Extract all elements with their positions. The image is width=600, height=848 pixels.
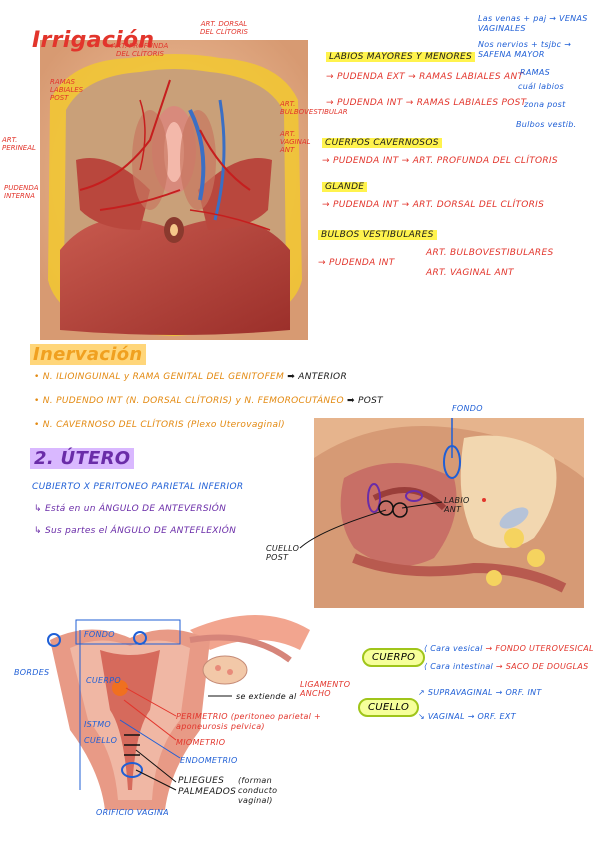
diagram-miometrio: MIOMETRIO [176, 738, 225, 747]
bulbos-title-text: BULBOS VESTIBULARES [318, 230, 437, 240]
bulbos-row-a: → PUDENDA INT [318, 258, 395, 268]
glande-title-text: GLANDE [322, 182, 367, 192]
l2-b: RAMAS LABIALES POST [417, 98, 527, 108]
utero-angulo-1: ↳ Está en un ÁNGULO DE ANTEVERSIÓN [34, 504, 226, 514]
i2-a: • N. PUDENDO INT (N. DORSAL CLÍTORIS) [34, 396, 232, 406]
l1-a: PUDENDA EXT [337, 72, 405, 82]
i1-a: • N. ILIOINGUINAL [34, 372, 121, 382]
diagram-cuerpo: CUERPO [86, 676, 121, 685]
glande-row: → PUDENDA INT → ART. DORSAL DEL CLÍTORIS [322, 200, 544, 210]
label-art-profunda: ART. PROFUNDA DEL CLÍTORIS [108, 42, 172, 58]
label-cuello-post: CUELLO POST [266, 544, 306, 562]
inervacion-row-2: • N. PUDENDO INT (N. DORSAL CLÍTORIS) y … [34, 396, 414, 406]
cuerpos-row: → PUDENDA INT → ART. PROFUNDA DEL CLÍTOR… [322, 156, 558, 166]
cuello-row-2: ↘ VAGINAL → ORF. EXT [418, 712, 516, 721]
note-nervios: Nos nervios + tsjbc → SAFENA MAYOR [478, 40, 596, 60]
g-b: ART. DORSAL DEL CLÍTORIS [413, 200, 544, 210]
label-labio-ant: LABIO ANT [444, 496, 484, 514]
c-b: ART. PROFUNDA DEL CLÍTORIS [413, 156, 558, 166]
l1-b: RAMAS LABIALES ANT [419, 72, 523, 82]
label-art-vaginal: ART. VAGINAL ANT [280, 130, 322, 154]
i2-c: POST [358, 396, 383, 406]
bulbos-title: BULBOS VESTIBULARES [318, 230, 437, 240]
cuello-1b: ORF. INT [505, 688, 541, 697]
cuerpo-cloud: CUERPO [362, 648, 425, 667]
diagram-perimetrio: PERIMETRIO (peritoneo parietal + aponeur… [176, 712, 326, 732]
label-fondo-sagittal: FONDO [452, 404, 483, 413]
cuerpo-cloud-label: CUERPO [372, 652, 415, 663]
cuello-2b: ORF. EXT [478, 712, 516, 721]
labios-title-text: LABIOS MAYORES Y MENORES [326, 52, 475, 62]
labios-branch-2: cuál labios [518, 82, 564, 91]
utero-cubierto: CUBIERTO X PERITONEO PARIETAL INFERIOR [32, 482, 292, 492]
diagram-orificio: ORIFICIO VAGINA [96, 808, 169, 817]
label-pudenda-interna: PUDENDA INTERNA [4, 184, 46, 200]
cuello-row-1: ↗ SUPRAVAGINAL → ORF. INT [418, 688, 542, 697]
diagram-bordes: BORDES [14, 668, 49, 677]
cuerpo-2b: SACO DE DOUGLAS [506, 662, 589, 671]
cuerpo-row-1: ⟨ Cara vesical → FONDO UTEROVESICAL [424, 644, 594, 653]
label-art-bulbo: ART. BULBOVESTIBULAR [280, 100, 326, 116]
diagram-istmo: ISTMO [84, 720, 111, 729]
note-venas: Las venas + paj → VENAS VAGINALES [478, 14, 596, 34]
labios-row-1: → PUDENDA EXT → RAMAS LABIALES ANT [326, 72, 523, 82]
cuello-2a: VAGINAL [428, 712, 465, 721]
c-a: PUDENDA INT [333, 156, 399, 166]
cuello-cloud-label: CUELLO [368, 702, 409, 713]
g-a: PUDENDA INT [333, 200, 399, 210]
diagram-ligamento: LIGAMENTO ANCHO [300, 680, 360, 698]
labios-row-2: → PUDENDA INT → RAMAS LABIALES POST [326, 98, 526, 108]
bv-a: PUDENDA INT [329, 258, 395, 268]
diagram-endometrio: ENDOMETRIO [180, 756, 238, 765]
inervacion-row-1: • N. ILIOINGUINAL y RAMA GENITAL DEL GEN… [34, 372, 414, 382]
utero-angulo-2: ↳ Sus partes el ÁNGULO DE ANTEFLEXIÓN [34, 526, 236, 536]
diagram-cuello: CUELLO [84, 736, 117, 745]
cuerpos-title: CUERPOS CAVERNOSOS [322, 138, 442, 148]
bulbos-row-c: ART. VAGINAL ANT [426, 268, 514, 278]
l2-a: PUDENDA INT [337, 98, 403, 108]
utero-title: 2. ÚTERO [30, 448, 134, 469]
label-art-dorsal: ART. DORSAL DEL CLÍTORIS [196, 20, 252, 36]
utero-title-text: 2. ÚTERO [30, 448, 134, 469]
cuerpo-2a: Cara intestinal [430, 662, 493, 671]
glande-title: GLANDE [322, 182, 367, 192]
i1-b: y RAMA GENITAL DEL GENITOFEM [124, 372, 284, 382]
label-ramas-labiales: RAMAS LABIALES POST [50, 78, 100, 102]
label-art-perineal: ART. PERINEAL [2, 136, 44, 152]
labios-title: LABIOS MAYORES Y MENORES [326, 52, 475, 62]
diagram-pliegues: PLIEGUES PALMEADOS [178, 776, 238, 798]
cuerpos-title-text: CUERPOS CAVERNOSOS [322, 138, 442, 148]
cuerpo-1a: Cara vesical [430, 644, 482, 653]
cuello-1a: SUPRAVAGINAL [428, 688, 493, 697]
inervacion-title-text: Inervación [30, 344, 146, 365]
cuello-cloud: CUELLO [358, 698, 419, 717]
labios-branch-3: zona post [524, 100, 566, 109]
cuerpo-row-2: ⟨ Cara intestinal → SACO DE DOUGLAS [424, 662, 589, 671]
inervacion-row-3: • N. CAVERNOSO DEL CLÍTORIS (Plexo Utero… [34, 420, 314, 430]
labios-branch-4: Bulbos vestib. [516, 120, 576, 129]
labios-branch-1: RAMAS [520, 68, 550, 77]
diagram-fondo: FONDO [84, 630, 115, 639]
diagram-se-extiende: se extiende al [236, 692, 297, 701]
diagram-pliegues-note: (forman conducto vaginal) [238, 776, 314, 806]
bulbos-row-b: ART. BULBOVESTIBULARES [426, 248, 554, 258]
cuerpo-1b: FONDO UTEROVESICAL [495, 644, 593, 653]
i1-c: ANTERIOR [298, 372, 347, 382]
i2-b: y N. FEMOROCUTÁNEO [236, 396, 344, 406]
inervacion-title: Inervación [30, 344, 146, 365]
